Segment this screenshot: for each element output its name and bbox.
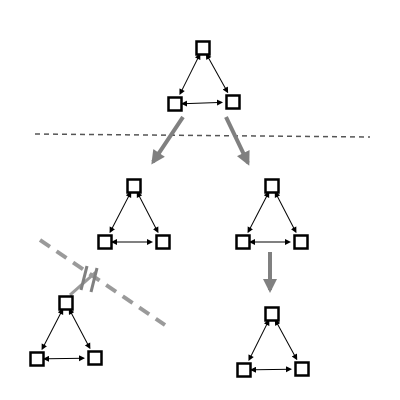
bidirectional-edge-top-right <box>274 191 297 234</box>
bidirectional-edge-left-right <box>42 355 86 362</box>
triangle-unit-right-child <box>235 178 309 250</box>
square-node-right <box>225 94 241 110</box>
square-node-left <box>167 96 183 112</box>
bidirectional-edge-top-left <box>109 191 132 234</box>
bidirectional-edge-top-left <box>248 319 270 362</box>
bidirectional-edge-top-left <box>247 191 270 234</box>
square-node-top <box>264 306 280 322</box>
triangle-unit-left-child <box>97 178 171 250</box>
triangle-unit-right-grandchild <box>236 306 310 378</box>
square-node-right <box>293 234 309 250</box>
square-node-left <box>236 362 252 378</box>
triangle-unit-left-grandchild <box>29 295 103 367</box>
square-node-right <box>87 350 103 366</box>
bidirectional-edge-top-right <box>274 319 298 361</box>
square-node-top <box>195 40 211 56</box>
triangle-unit-root <box>167 40 241 112</box>
blocked-transition-dashed-line <box>38 238 167 327</box>
square-node-left <box>235 234 251 250</box>
square-node-right <box>155 234 171 250</box>
square-node-top <box>58 295 74 311</box>
square-node-right <box>294 361 310 377</box>
square-node-left <box>29 351 45 367</box>
bidirectional-edge-top-right <box>68 308 91 350</box>
bidirectional-edge-top-left <box>179 53 201 96</box>
bidirectional-edge-top-left <box>41 308 64 351</box>
process-arrow-root-to-right-child <box>224 116 250 166</box>
block-bar-2 <box>89 267 99 293</box>
bidirectional-edge-left-right <box>180 99 224 107</box>
block-bar-1 <box>79 265 89 291</box>
square-node-top <box>126 178 142 194</box>
process-arrow-root-to-left-child <box>151 115 185 165</box>
bidirectional-edge-top-right <box>205 53 229 94</box>
square-node-top <box>264 178 280 194</box>
horizontal-divider-line <box>34 133 371 138</box>
square-node-left <box>97 234 113 250</box>
bidirectional-edge-left-right <box>249 366 293 373</box>
bidirectional-edge-top-right <box>136 191 159 234</box>
